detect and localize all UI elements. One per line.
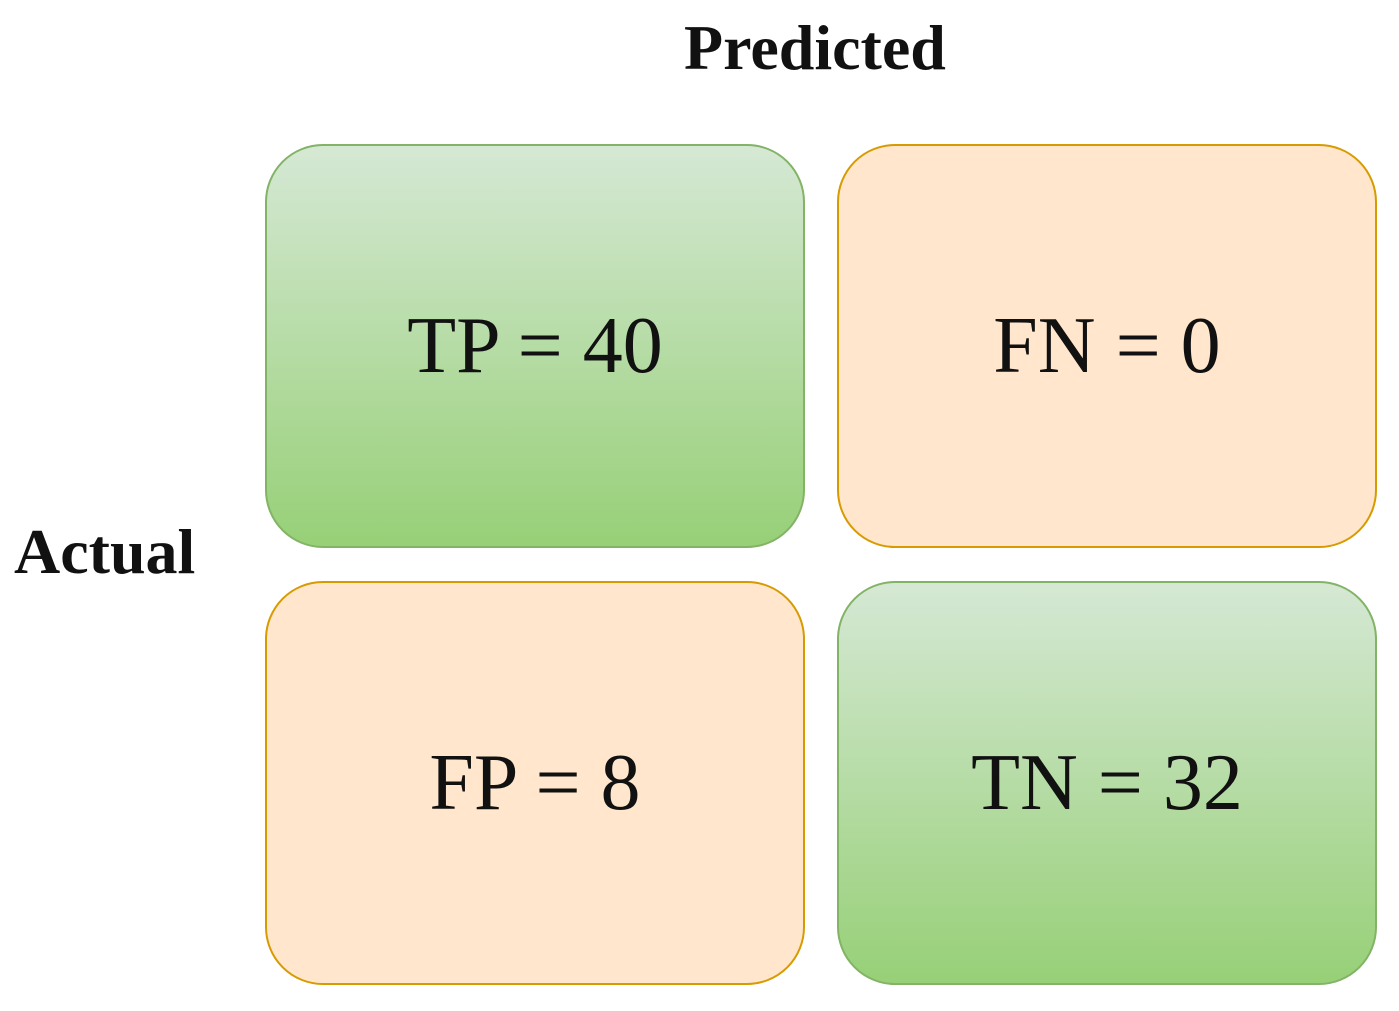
true-positive-label: TP = 40 [407,302,663,390]
false-positive-cell: FP = 8 [265,581,805,985]
predicted-axis-label: Predicted [684,12,946,83]
false-negative-cell: FN = 0 [837,144,1377,548]
false-negative-label: FN = 0 [993,302,1221,390]
actual-axis-label: Actual [14,516,196,587]
true-negative-label: TN = 32 [971,739,1243,827]
true-positive-cell: TP = 40 [265,144,805,548]
false-positive-label: FP = 8 [429,739,641,827]
true-negative-cell: TN = 32 [837,581,1377,985]
